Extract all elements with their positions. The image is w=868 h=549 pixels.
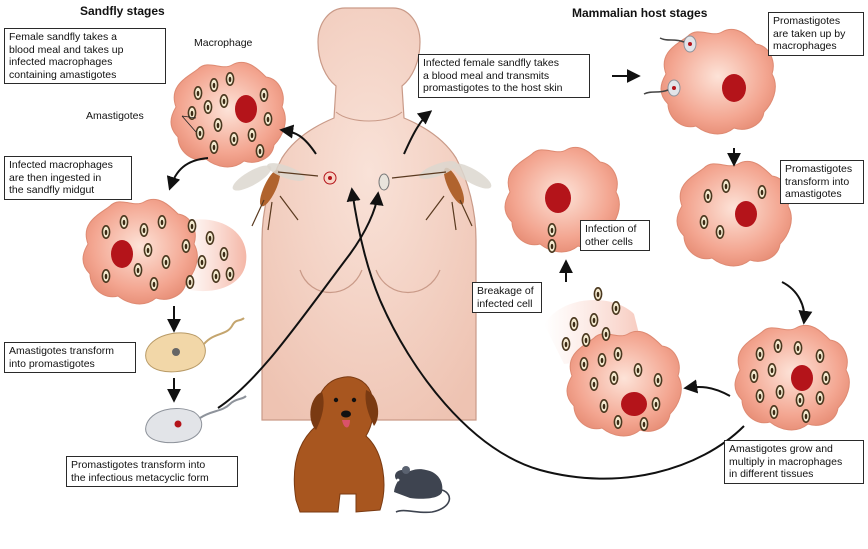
amastigotes-label: Amastigotes [86, 110, 144, 122]
caption-line: Amastigotes transform [9, 345, 115, 357]
caption-line: Promastigotes [785, 163, 853, 175]
mammalian-host-stages-heading: Mammalian host stages [572, 6, 708, 20]
caption-line: in different tissues [729, 468, 814, 480]
metacyclic-promastigote-icon [145, 395, 247, 444]
caption-line: blood meal and takes up [9, 43, 124, 56]
caption-blood-meal-sandfly: Female sandfly takes a blood meal and ta… [4, 28, 166, 84]
human-host-silhouette [261, 7, 477, 421]
ruptured-macrophage [544, 286, 682, 437]
caption-line: other cells [585, 235, 633, 248]
caption-line: Female sandfly takes a [9, 31, 117, 43]
caption-line: macrophages [773, 40, 837, 52]
promastigote-icon [145, 317, 245, 373]
caption-transmits: Infected female sandfly takes a blood me… [418, 54, 590, 98]
macrophage-multiplying [734, 324, 850, 431]
caption-line: Promastigotes transform into [71, 459, 206, 471]
caption-line: transform into [785, 175, 850, 188]
dog-reservoir-icon [293, 376, 385, 513]
cycle-arrows [166, 69, 813, 480]
sandfly-stages-heading: Sandfly stages [80, 4, 165, 18]
caption-metacyclic: Promastigotes transform into the infecti… [66, 456, 238, 487]
caption-line: infected cell [477, 297, 533, 310]
macrophage-transforming [676, 160, 792, 267]
macrophage-label: Macrophage [194, 37, 253, 49]
caption-line: are then ingested in [9, 171, 102, 184]
caption-line: containing amastigotes [9, 68, 117, 81]
caption-line: into promastigotes [9, 357, 95, 370]
caption-line: amastigotes [785, 188, 842, 200]
caption-transform-amastigotes: Promastigotes transform into amastigotes [780, 160, 864, 204]
caption-line: Promastigotes [773, 15, 841, 27]
caption-line: Infection of [585, 223, 637, 235]
ingested-macrophage [82, 198, 247, 305]
caption-grow-multiply: Amastigotes grow and multiply in macroph… [724, 440, 864, 484]
sandfly-left-icon [232, 163, 319, 231]
caption-ingested: Infected macrophages are then ingested i… [4, 156, 132, 200]
macrophage-taking-up-promastigotes [643, 28, 776, 135]
caption-line: Infected macrophages [9, 159, 113, 171]
caption-line: the sandfly midgut [9, 184, 95, 196]
caption-line: a blood meal and transmits [423, 69, 550, 82]
caption-line: are taken up by [773, 27, 846, 40]
caption-line: Amastigotes grow and [729, 443, 833, 455]
newly-infected-macrophage [504, 146, 620, 253]
sandfly-right-icon [391, 161, 492, 231]
caption-line: multiply in macrophages [729, 455, 843, 468]
macrophage-with-amastigotes-top [170, 61, 286, 168]
caption-line: Breakage of [477, 285, 534, 297]
caption-line: Infected female sandfly takes [423, 57, 559, 69]
caption-infection-other-cells: Infection of other cells [580, 220, 650, 251]
caption-amastigotes-transform: Amastigotes transform into promastigotes [4, 342, 136, 373]
rodent-reservoir-icon [394, 466, 451, 514]
caption-breakage: Breakage of infected cell [472, 282, 542, 313]
caption-taken-up: Promastigotes are taken up by macrophage… [768, 12, 864, 56]
caption-line: the infectious metacyclic form [71, 471, 209, 484]
caption-line: infected macrophages [9, 56, 113, 68]
caption-line: promastigotes to the host skin [423, 82, 563, 94]
